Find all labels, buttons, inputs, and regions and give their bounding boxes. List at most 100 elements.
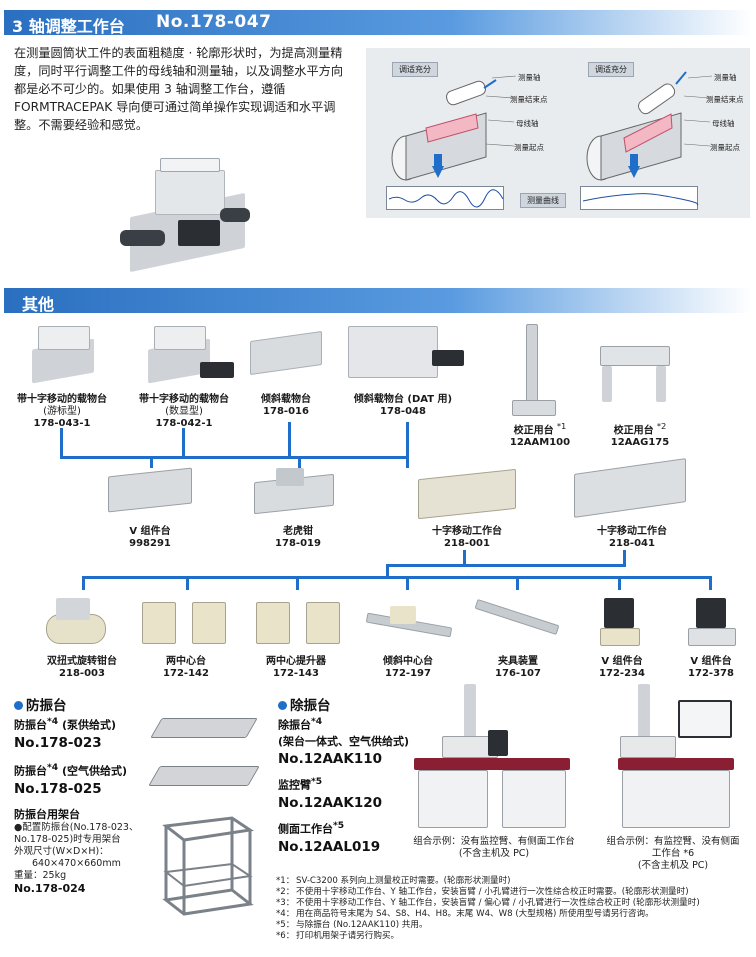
item-note: *4 [311, 716, 323, 727]
rotary-vise-photo [40, 594, 110, 648]
item-card: 两中心提升器 172-143 [246, 656, 346, 680]
tree-line [618, 576, 621, 590]
v-block-378-photo [686, 594, 738, 650]
item-card: 夹具装置 176-107 [468, 656, 568, 680]
item-desc: (泵供给式) [58, 718, 117, 732]
stand-spec-line: 重量：25kg [14, 870, 67, 881]
item-number: 172-143 [273, 668, 319, 679]
vise-photo [252, 466, 336, 516]
antivib-stand: 防振台用架台 ●配置防振台(No.178-023、 No.178-025)时专用… [14, 806, 138, 895]
item-name: 夹具装置 [498, 656, 538, 667]
item-number: 218-003 [59, 668, 105, 679]
footnote: *1：SV-C3200 系列向上测量校正时需要。(轮廓形状测量时) [276, 876, 511, 886]
item-card: 十字移动工作台 218-041 [572, 526, 692, 550]
item-name: 防振台用架台 [14, 808, 80, 821]
curve-box-left [386, 186, 504, 210]
caption-line: (不含主机及 PC) [637, 860, 709, 871]
footnote: *6：打印机用架子请另行购买。 [276, 931, 400, 941]
antivib-item: 防振台*4 (空气供给式) No.178-025 [14, 762, 127, 797]
tilt-stage-dat-photo [346, 320, 466, 384]
footnote: *2：不使用十字移动工作台、Y 轴工作台，安装盲臂 / 小孔臂进行一次性综合校正… [276, 887, 689, 897]
footnotes: *1：SV-C3200 系列向上测量校正时需要。(轮廓形状测量时) *2：不使用… [276, 876, 700, 942]
item-sub: (数显型) [165, 406, 203, 417]
item-name: 十字移动工作台 [432, 526, 502, 537]
v-block-234-photo [596, 594, 644, 650]
item-card: 十字移动工作台 218-001 [412, 526, 522, 550]
intro-text: 在测量圆筒状工件的表面粗糙度 · 轮廓形状时，为提高测量精度，同时平行调整工件的… [14, 46, 344, 132]
item-name: 校正用台 [613, 425, 654, 437]
tree-line [296, 576, 299, 590]
deskit-title-text: 除振台 [290, 698, 331, 714]
tree-line [406, 456, 409, 468]
item-desc: (架台一体式、空气供给式) [278, 734, 410, 748]
footnote: *3：不使用十字移动工作台、Y 轴工作台，安装盲臂 / 偏心臂 / 小孔臂进行一… [276, 898, 700, 908]
tree-line [623, 550, 626, 566]
item-name: V 组件台 [129, 526, 171, 537]
tree-line [406, 422, 409, 458]
curve-box-right [580, 186, 699, 210]
item-number: 178-042-1 [155, 418, 213, 429]
item-number: 172-197 [385, 668, 431, 679]
deskit-title: 除振台 [278, 694, 331, 714]
section-title: 3 轴调整工作台 [12, 17, 125, 36]
item-number: No.178-023 [14, 734, 102, 751]
section-header-others: 其他 [4, 288, 752, 314]
curve-label: 测量曲线 [520, 193, 566, 208]
tree-line [386, 564, 626, 567]
item-name: V 组件台 [690, 656, 732, 667]
item-number: 172-142 [163, 668, 209, 679]
item-number: 12AAM100 [509, 437, 571, 449]
item-number: 12AAG175 [610, 437, 670, 449]
item-number: 178-019 [275, 538, 321, 549]
adjustment-diagram: 调适充分 调适充分 测量轴 测量结束点 母线轴 测量起点 测量轴 测量结束点 母… [366, 48, 750, 218]
item-card: 两中心台 172-142 [136, 656, 236, 680]
item-note: *5 [333, 820, 345, 831]
caption-line: 组合示例：有监控臂、没有侧面 [606, 836, 740, 847]
caption-line: 工作台 *6 [651, 848, 695, 859]
deskit-item: 侧面工作台*5 No.12AAL019 [278, 820, 380, 855]
item-number: 178-043-1 [33, 418, 91, 429]
item-card: 倾斜载物台 178-016 [236, 394, 336, 418]
item-name: 倾斜载物台 [261, 394, 311, 405]
item-name: 两中心提升器 [266, 656, 326, 667]
item-number: 178-048 [380, 406, 426, 417]
item-card: 校正用台 *1 12AAM100 [490, 420, 590, 449]
item-name: 带十字移动的载物台 [139, 394, 229, 405]
item-card: V 组件台 172-234 [580, 656, 664, 680]
tree-line [463, 550, 466, 566]
tree-line [150, 456, 153, 468]
item-card: 倾斜中心台 172-197 [358, 656, 458, 680]
footnote: *5：与除振台 (No.12AAK110) 共用。 [276, 920, 428, 930]
deskit-item: 除振台*4 (架台一体式、空气供给式) No.12AAK110 [278, 716, 409, 767]
label-generatrix-r: 母线轴 [712, 119, 735, 128]
item-name: 校正用台 [513, 425, 554, 437]
label-measure-end-r: 测量结束点 [706, 95, 744, 104]
footnote: *4：用在商品符号末尾为 S4、S8、H4、H8。末尾 W4、W8 (大型规格)… [276, 909, 654, 919]
item-name: 老虎钳 [283, 526, 313, 537]
item-note: *4 [47, 716, 59, 727]
label-measure-axis: 测量轴 [518, 73, 541, 82]
item-name: 倾斜载物台 (DAT 用) [353, 394, 453, 405]
item-name: 防振台 [14, 718, 47, 732]
item-name: 两中心台 [166, 656, 206, 667]
tree-line [288, 422, 291, 458]
tree-line [516, 576, 519, 590]
item-number: No.12AAL019 [278, 838, 381, 855]
bullet-icon [278, 701, 287, 710]
tilt-center-stage-photo [364, 602, 454, 646]
xy-table-1-photo [412, 466, 522, 520]
tree-line [386, 564, 389, 578]
item-name: 倾斜中心台 [383, 656, 433, 667]
stand-frame-illustration [162, 816, 255, 916]
item-name: 侧面工作台 [278, 822, 333, 836]
v-block-stage-photo [106, 466, 194, 513]
item-name: 十字移动工作台 [597, 526, 667, 537]
item-name: 带十字移动的载物台 [17, 394, 107, 405]
item-name: 监控臂 [278, 778, 311, 792]
calib-stand-2-photo [596, 340, 676, 406]
antivib-plate-2-photo [148, 760, 260, 796]
caption-line: 组合示例：没有监控臂、有侧面工作台 [413, 836, 575, 847]
tree-line [709, 576, 712, 590]
item-card: 老虎钳 178-019 [248, 526, 348, 550]
item-number: 998291 [129, 538, 171, 549]
